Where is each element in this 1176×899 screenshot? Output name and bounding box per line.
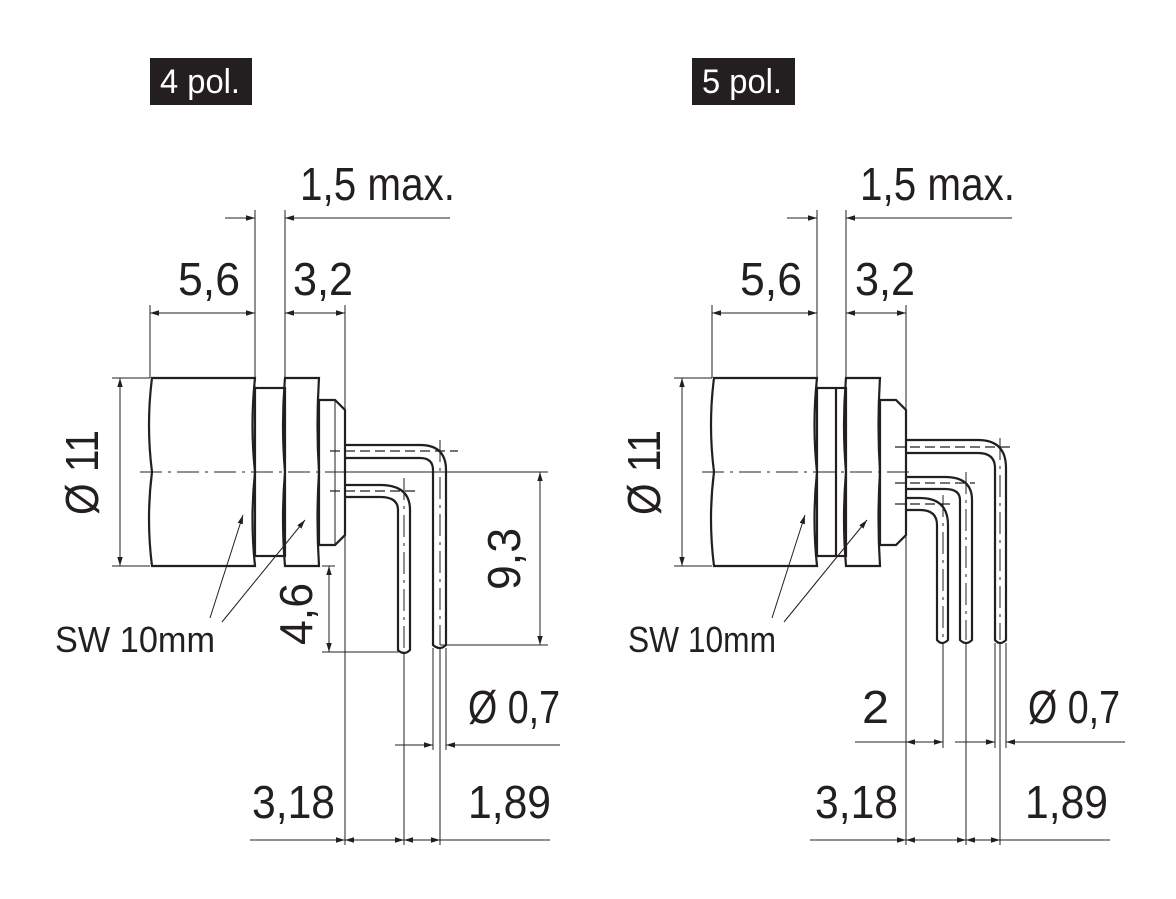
dim-pin-diameter: Ø 0,7 xyxy=(1028,681,1120,733)
dim-height: 9,3 xyxy=(478,528,530,590)
dim-pitch1: 3,18 xyxy=(252,776,335,828)
dim-b: 3,2 xyxy=(855,253,915,305)
dim-diameter: Ø 11 xyxy=(56,430,108,515)
extension-lines xyxy=(674,210,1007,845)
dim-max: 1,5 max. xyxy=(300,158,455,210)
dim-a: 5,6 xyxy=(740,253,802,305)
dim-diameter: Ø 11 xyxy=(618,430,670,515)
extension-lines xyxy=(112,210,548,845)
dimension-lines xyxy=(679,215,1125,843)
dimension-lines xyxy=(117,215,560,843)
view-label: 4 pol. xyxy=(160,63,240,101)
dim-a: 5,6 xyxy=(178,253,240,305)
wrench-size: SW 10mm xyxy=(628,619,776,660)
dim-pitch2: 1,89 xyxy=(1025,776,1108,828)
view-4-pol: 4 pol. xyxy=(55,58,560,845)
dim-pitch2: 1,89 xyxy=(468,776,551,828)
dim-b: 3,2 xyxy=(293,253,353,305)
dim-pin-diameter: Ø 0,7 xyxy=(468,681,560,733)
dim-max: 1,5 max. xyxy=(860,158,1015,210)
pins xyxy=(895,438,1012,645)
dim-pitch0: 2 xyxy=(862,681,889,733)
dim-offset: 4,6 xyxy=(270,583,322,645)
wrench-size: SW 10mm xyxy=(55,619,215,660)
dim-pitch1: 3,18 xyxy=(815,776,898,828)
view-label: 5 pol. xyxy=(702,63,782,101)
label-box xyxy=(692,58,795,105)
view-5-pol: 5 pol. xyxy=(618,58,1125,845)
label-box xyxy=(150,58,252,105)
